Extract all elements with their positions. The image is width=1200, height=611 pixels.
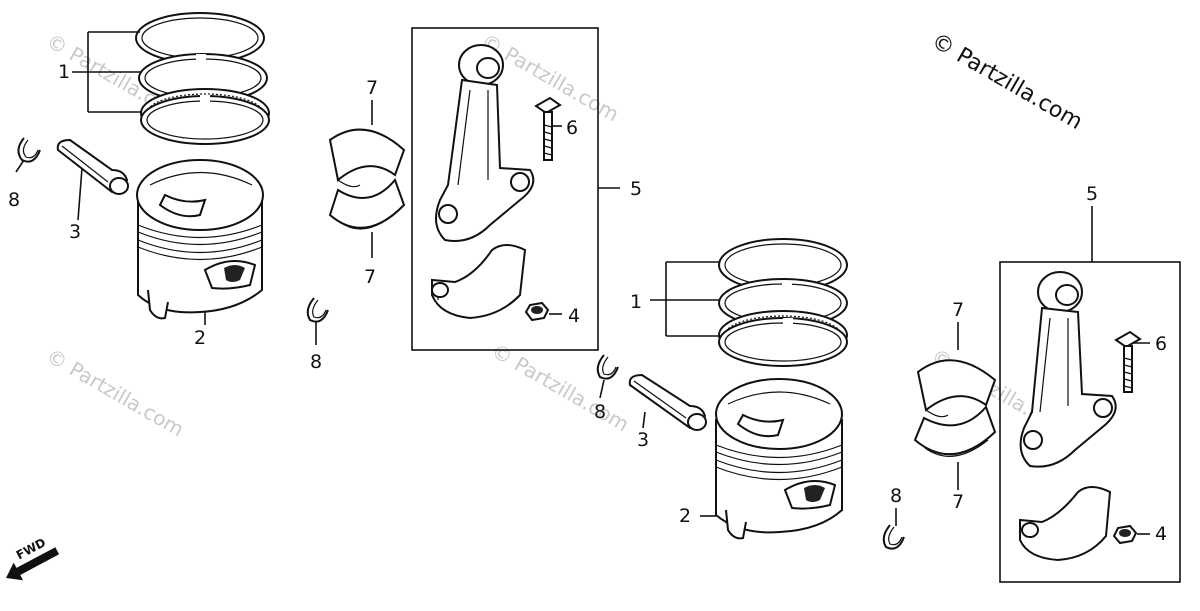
callout-6: 6	[1155, 333, 1167, 355]
callout-8: 8	[8, 189, 20, 211]
callout-7: 7	[952, 491, 964, 513]
bearing-lower	[328, 178, 406, 230]
piston-rings	[135, 12, 270, 145]
leader-lines	[15, 31, 620, 345]
right-assembly: 1 8 3 2 7 7 8 5 6 4	[594, 183, 1181, 583]
bolt	[1114, 330, 1142, 393]
callout-3: 3	[69, 221, 81, 243]
watermark: © Partzilla.com	[488, 339, 634, 437]
connecting-rod	[431, 44, 535, 320]
callout-2: 2	[679, 505, 691, 527]
copyright-notice: © Partzilla.com	[927, 29, 1087, 136]
conrod-kit-box	[999, 261, 1181, 583]
piston	[136, 159, 264, 320]
callout-7: 7	[364, 266, 376, 288]
callout-7: 7	[952, 299, 964, 321]
callout-3: 3	[637, 429, 649, 451]
connecting-rod	[1019, 271, 1117, 562]
clip-b	[306, 297, 329, 323]
clip-a	[596, 354, 619, 380]
callout-4: 4	[568, 305, 580, 327]
clip-a	[17, 137, 41, 163]
callout-8: 8	[890, 485, 902, 507]
callout-8: 8	[594, 401, 606, 423]
nut	[1112, 524, 1138, 545]
leader-lines	[599, 206, 1150, 535]
callout-1: 1	[58, 61, 70, 83]
left-assembly: 1 8 3 2 7 7 8 6 5 4	[8, 12, 642, 373]
piston	[715, 378, 843, 540]
piston-pin	[56, 138, 129, 195]
bearing-lower	[913, 405, 997, 457]
callout-2: 2	[194, 327, 206, 349]
bolt	[534, 96, 562, 161]
callout-8: 8	[310, 351, 322, 373]
callout-5: 5	[1086, 183, 1098, 205]
conrod-kit-box	[411, 27, 599, 351]
callout-6: 6	[566, 117, 578, 139]
callout-1: 1	[630, 291, 642, 313]
bearing-upper	[328, 128, 406, 188]
callout-5: 5	[630, 178, 642, 200]
clip-b	[882, 524, 905, 550]
piston-rings	[718, 238, 848, 367]
callout-4: 4	[1155, 523, 1167, 545]
nut	[524, 301, 550, 322]
piston-pin	[628, 373, 707, 431]
fwd-arrow: FWD	[6, 535, 60, 581]
bearing-upper	[916, 359, 997, 418]
callout-7: 7	[366, 77, 378, 99]
watermark: © Partzilla.com	[43, 344, 189, 442]
